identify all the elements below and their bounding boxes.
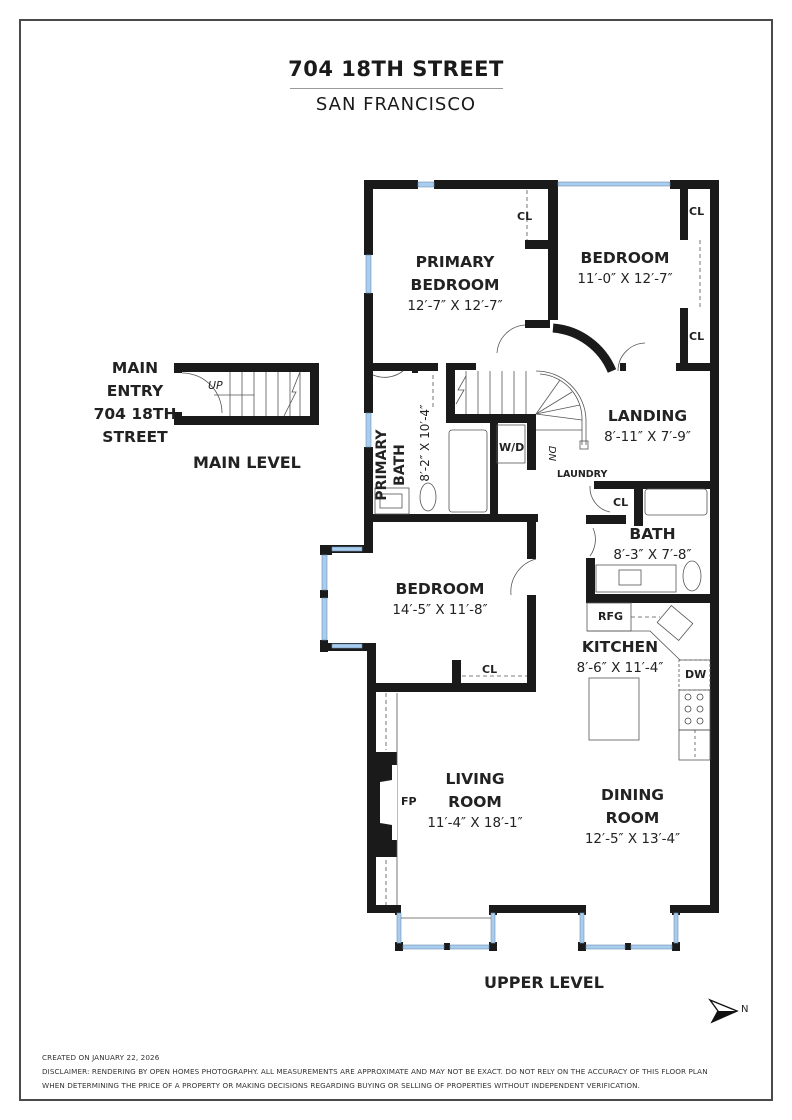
room-name: LIVING [445, 770, 505, 788]
room-name: KITCHEN [581, 638, 659, 656]
room-name: PRIMARY [374, 429, 390, 501]
laundry-label: LAUNDRY [557, 469, 608, 480]
north-arrow-icon [707, 998, 739, 1024]
room-name: BATH [392, 444, 408, 486]
created-date: CREATED ON JANUARY 22, 2026 [42, 1053, 160, 1062]
closet-label: CL [689, 330, 705, 343]
page-border [19, 19, 773, 1101]
fireplace-label: FP [401, 795, 417, 808]
room-name: ROOM [605, 809, 660, 827]
room-dimensions: 8′-6″ X 11′-4″ [576, 660, 664, 676]
washer-dryer-label: W/D [499, 441, 525, 454]
room-dimensions: 12′-7″ X 12′-7″ [407, 298, 503, 314]
room-kitchen: KITCHEN 8′-6″ X 11′-4″ [570, 636, 670, 677]
room-dimensions: 8′-3″ X 7′-8″ [613, 547, 692, 563]
room-dimensions: 14′-5″ X 11′-8″ [392, 602, 488, 618]
entry-line-2: ENTRY [106, 382, 164, 400]
page-subtitle: SAN FRANCISCO [315, 94, 477, 115]
entry-line-4: STREET [102, 428, 168, 446]
main-level-label: MAIN LEVEL [193, 453, 301, 472]
room-bath: BATH 8′-3″ X 7′-8″ [595, 523, 710, 564]
room-dimensions: 12′-5″ X 13′-4″ [584, 831, 681, 847]
room-primary-bedroom: PRIMARY BEDROOM 12′-7″ X 12′-7″ [385, 251, 525, 315]
disclaimer-line-2: WHEN DETERMINING THE PRICE OF A PROPERTY… [42, 1081, 640, 1090]
room-dining-room: DINING ROOM 12′-5″ X 13′-4″ [565, 784, 700, 848]
closet-label: CL [517, 210, 533, 223]
upper-level-label: UPPER LEVEL [484, 973, 604, 992]
room-landing: LANDING 8′-11″ X 7′-9″ [585, 405, 710, 446]
disclaimer-line-1: DISCLAIMER: RENDERING BY OPEN HOMES PHOT… [42, 1067, 708, 1076]
dishwasher-label: DW [685, 668, 707, 681]
title-divider [290, 88, 503, 89]
room-bedroom-3: BEDROOM 14′-5″ X 11′-8″ [375, 578, 505, 619]
entry-line-3: 704 18TH [93, 405, 177, 423]
room-living-room: LIVING ROOM 11′-4″ X 18′-1″ [410, 768, 540, 832]
room-name: ROOM [448, 793, 502, 811]
room-name: BATH [629, 525, 676, 543]
entry-line-1: MAIN [111, 359, 159, 377]
room-dimensions: 11′-0″ X 12′-7″ [577, 271, 673, 287]
room-bedroom-2: BEDROOM 11′-0″ X 12′-7″ [560, 247, 690, 288]
room-dimensions: 8′-11″ X 7′-9″ [604, 429, 691, 445]
room-name: BEDROOM [395, 580, 485, 598]
room-name: BEDROOM [580, 249, 670, 267]
refrigerator-label: RFG [598, 610, 624, 623]
room-name: LANDING [607, 407, 688, 425]
closet-label: CL [482, 663, 498, 676]
windows [321, 181, 679, 950]
main-entry-label: MAIN ENTRY 704 18TH STREET [85, 357, 185, 449]
stair-down-label: DN [546, 445, 558, 462]
room-name: DINING [600, 786, 665, 804]
room-name: BEDROOM [410, 276, 500, 294]
room-dimensions: 11′-4″ X 18′-1″ [427, 815, 523, 831]
closet-label: CL [689, 205, 705, 218]
room-primary-bath-dimensions: 8′-2″ X 10′-4″ [418, 404, 432, 482]
fixtures [181, 190, 711, 919]
room-name: PRIMARY [415, 253, 495, 271]
page-title: 704 18TH STREET [288, 57, 504, 81]
stair-up-label: UP [208, 379, 223, 392]
north-label: N [741, 1004, 749, 1015]
closet-label: CL [613, 496, 629, 509]
